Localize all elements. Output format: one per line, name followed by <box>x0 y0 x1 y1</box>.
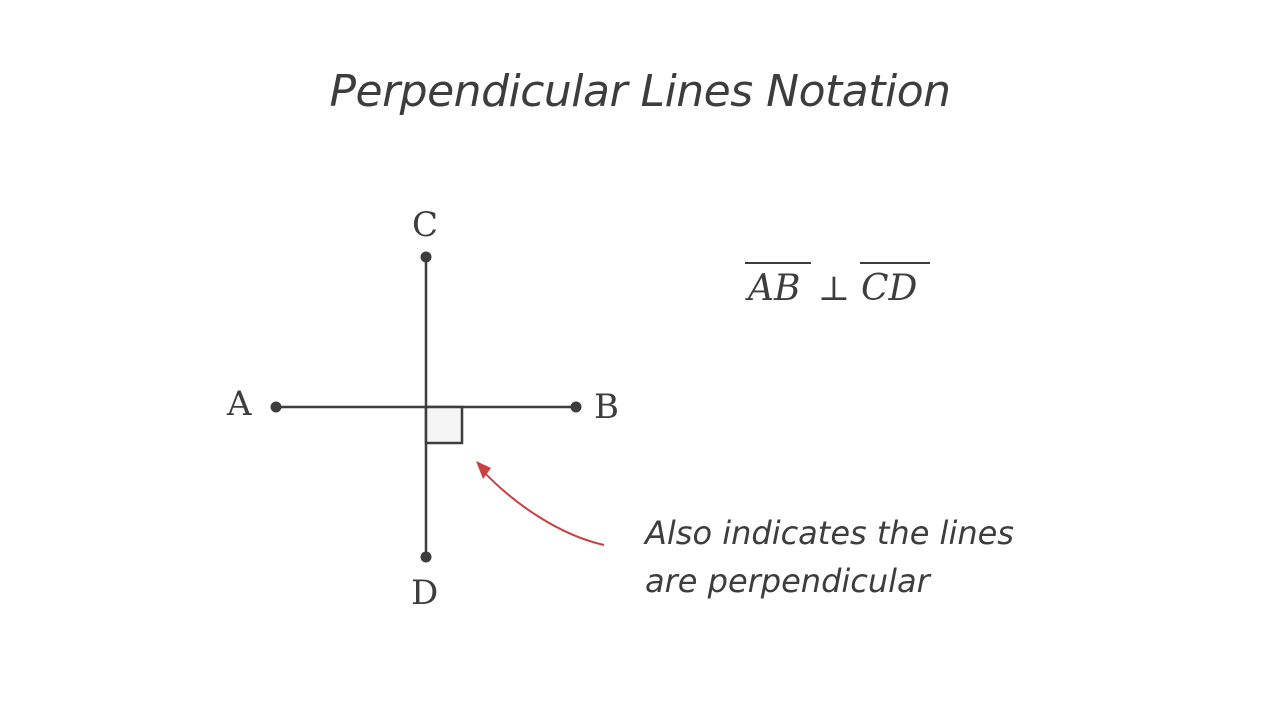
annotation-line-1: Also indicates the lines <box>643 514 1014 552</box>
segment-cd: CD <box>861 268 918 309</box>
point-b <box>570 401 582 413</box>
perpendicular-symbol: ⊥ <box>818 269 850 309</box>
label-b: B <box>594 387 619 427</box>
point-c <box>420 251 432 263</box>
annotation-arrow <box>481 469 605 546</box>
point-d <box>420 551 432 563</box>
annotation-line-2: are perpendicular <box>645 562 932 600</box>
label-a: A <box>226 384 252 424</box>
arrowhead-icon <box>476 461 491 479</box>
label-d: D <box>411 573 438 613</box>
label-c: C <box>412 205 438 245</box>
page-title: Perpendicular Lines Notation <box>329 66 951 117</box>
right-angle-marker <box>424 405 464 445</box>
point-a <box>270 401 282 413</box>
segment-ab: AB <box>745 268 800 309</box>
